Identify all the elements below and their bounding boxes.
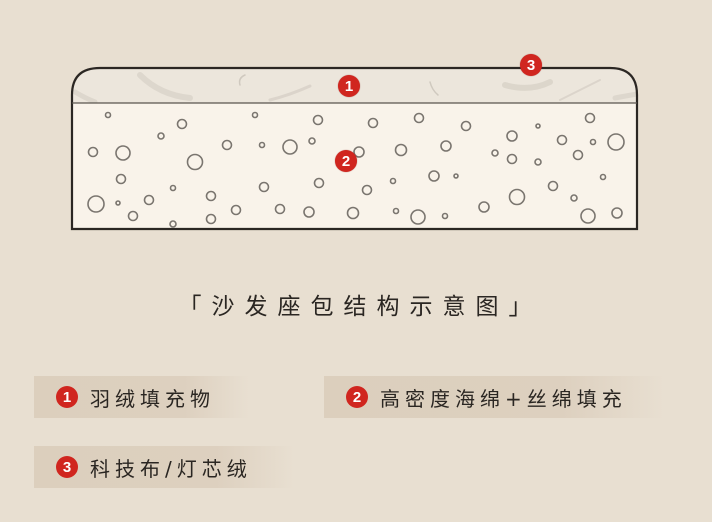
legend-3-text: 科技布/灯芯绒 (90, 456, 252, 481)
diagram-title: 「沙发座包结构示意图」 (178, 294, 542, 320)
legend-item-3: 3 科技布/灯芯绒 (34, 446, 294, 488)
sofa-cushion-diagram: 1 2 3 (70, 54, 639, 231)
legend-item-2: 2 高密度海绵+丝绵填充 (324, 376, 664, 418)
marker-3-badge: 3 (520, 54, 542, 76)
outer-fabric-outline (70, 66, 639, 231)
legend-1-text: 羽绒填充物 (90, 386, 215, 411)
marker-2-label: 2 (341, 152, 351, 170)
legend-2-text: 高密度海绵+丝绵填充 (380, 386, 627, 411)
legend-1-badge: 1 (56, 386, 78, 408)
cushion-cross-section (70, 66, 639, 231)
marker-1-label: 1 (344, 77, 354, 95)
legend-item-1: 1 羽绒填充物 (34, 376, 249, 418)
feather-texture (72, 72, 637, 103)
legend-2-badge: 2 (346, 386, 368, 408)
marker-1-badge: 1 (338, 75, 360, 97)
marker-2-badge: 2 (335, 150, 357, 172)
legend-3-badge: 3 (56, 456, 78, 478)
marker-3-label: 3 (526, 56, 536, 74)
foam-bubbles (87, 111, 625, 228)
